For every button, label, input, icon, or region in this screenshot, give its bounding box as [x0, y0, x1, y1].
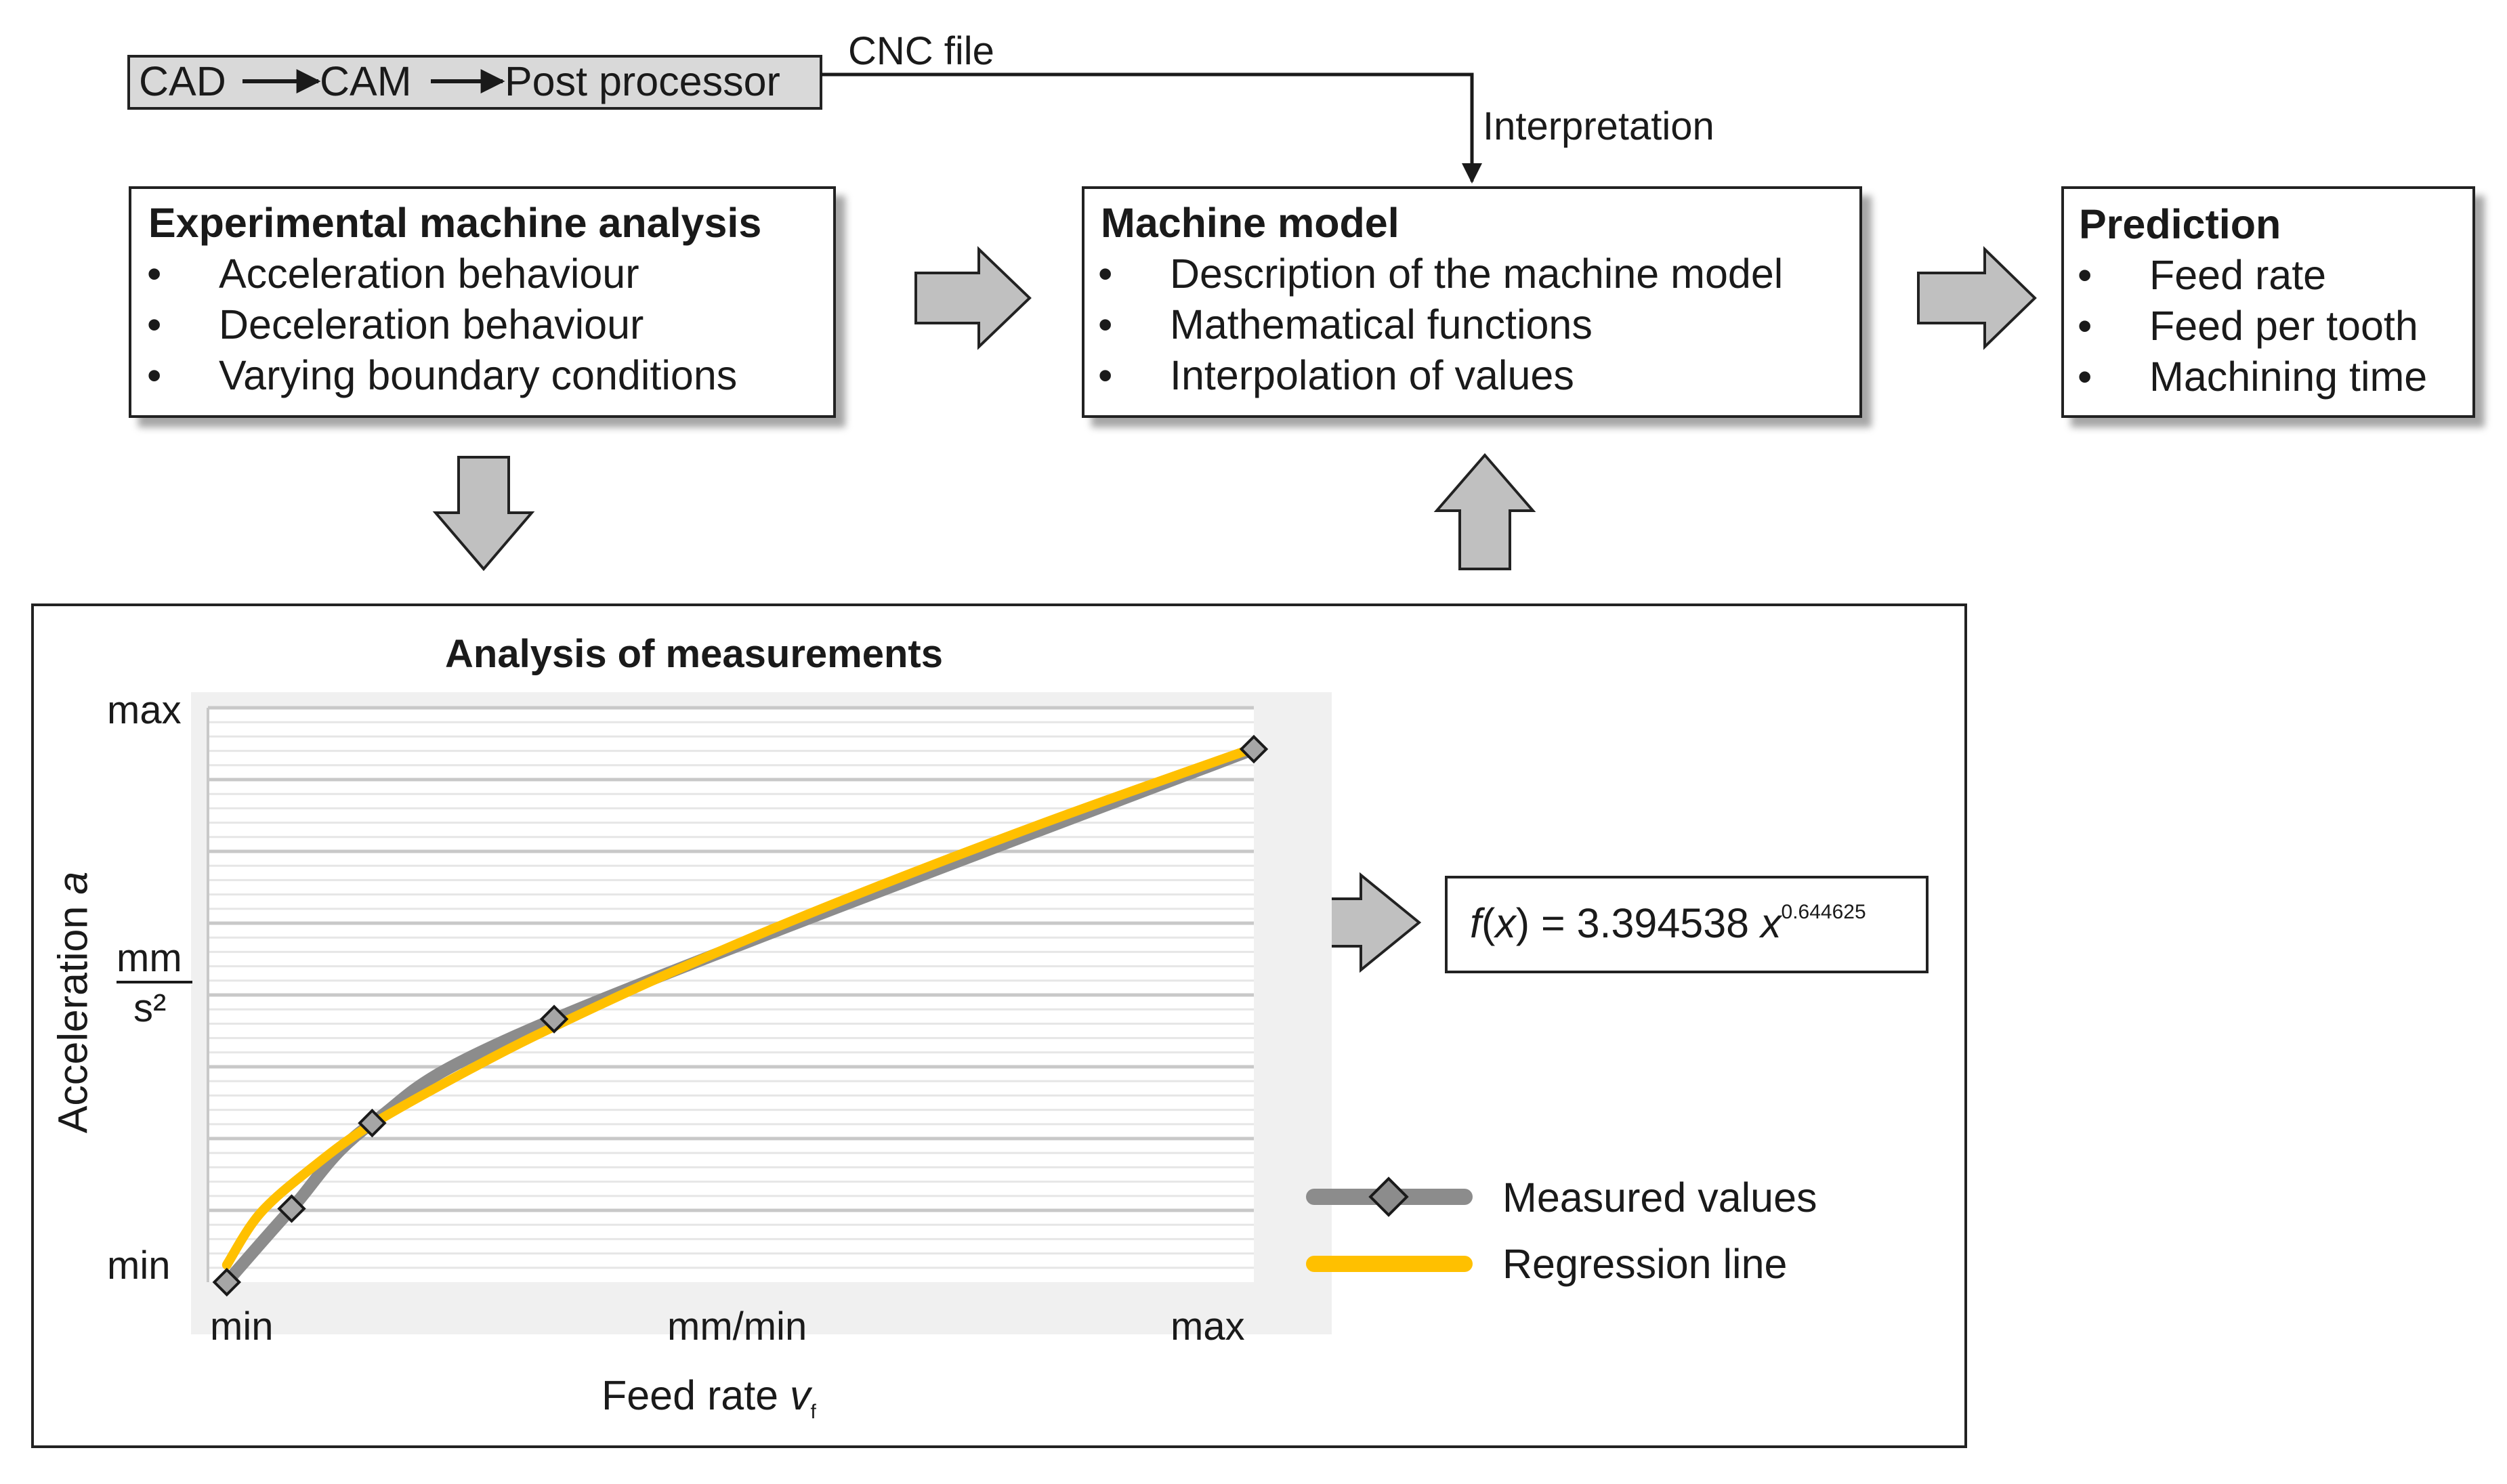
bullet-dot: • [1098, 251, 1113, 297]
regression-formula: f(x) = 3.394538 x0.644625 [1470, 902, 1866, 944]
x-axis-label-text: Feed rate [602, 1372, 791, 1418]
formula-exponent: 0.644625 [1781, 901, 1866, 923]
cnc-file-label: CNC file [848, 29, 994, 73]
workflow-step-cam: CAM [320, 58, 412, 104]
bullet-dot: • [1098, 352, 1113, 398]
down-block-arrow [432, 456, 535, 572]
right-block-arrow-2 [1917, 246, 2037, 350]
workflow-step-cad: CAD [139, 58, 226, 104]
machine-model-item-label: Interpolation of values [1170, 352, 1574, 398]
chart-title: Analysis of measurements [445, 632, 943, 676]
formula-box [1445, 876, 1929, 973]
x-tick-label-max: max [1171, 1305, 1245, 1349]
formula-x: x [1495, 900, 1516, 946]
cnc-file-connector [821, 72, 1482, 184]
bullet-dot: • [147, 301, 162, 347]
y-tick-label-max: max [107, 688, 182, 732]
bullet-dot: • [2078, 303, 2092, 349]
bullet-dot: • [147, 251, 162, 297]
measured-value-marker [358, 1108, 387, 1138]
machine-model-title: Machine model [1101, 200, 1399, 246]
prediction-box: Prediction • Feed rate • Feed per tooth … [2061, 186, 2475, 418]
formula-fx: f [1470, 900, 1481, 946]
formula-equals: = 3.394538 [1530, 900, 1761, 946]
y-unit-fraction-bar [117, 981, 192, 983]
y-tick-label-min: min [107, 1244, 171, 1288]
marker-layer [212, 734, 1269, 1297]
y-unit-numerator: mm [117, 936, 182, 980]
prediction-item-label: Feed rate [2149, 252, 2327, 298]
experimental-item-label: Deceleration behaviour [219, 301, 644, 347]
experimental-analysis-box: Experimental machine analysis • Accelera… [129, 186, 836, 418]
formula-close-paren: ) [1515, 900, 1530, 946]
measured-value-marker [1239, 734, 1269, 764]
interpretation-label: Interpretation [1483, 104, 1714, 148]
machine-model-item-label: Mathematical functions [1170, 301, 1593, 347]
analysis-frame [31, 603, 1967, 1448]
experimental-item-label: Varying boundary conditions [219, 352, 738, 398]
bullet-dot: • [147, 352, 162, 398]
right-block-arrow-1 [914, 246, 1032, 350]
experimental-item-label: Acceleration behaviour [219, 251, 639, 297]
bullet-dot: • [2078, 354, 2092, 400]
bullet-dot: • [1098, 301, 1113, 347]
bullet-dot: • [2078, 252, 2092, 298]
x-tick-label-min: min [210, 1305, 274, 1349]
prediction-item-label: Machining time [2149, 354, 2428, 400]
up-block-arrow [1433, 452, 1536, 570]
measured-value-marker [212, 1267, 242, 1297]
measured-value-marker [539, 1004, 569, 1034]
workflow-step-post-processor: Post processor [505, 58, 780, 104]
prediction-title: Prediction [2079, 201, 2281, 247]
legend-measured-label: Measured values [1502, 1174, 1817, 1221]
measured-value-marker [277, 1194, 306, 1223]
x-tick-label-mid: mm/min [667, 1305, 807, 1349]
formula-open-paren: ( [1481, 900, 1496, 946]
prediction-item-label: Feed per tooth [2149, 303, 2418, 349]
legend-regression-label: Regression line [1502, 1241, 1788, 1287]
formula-base: x [1761, 900, 1782, 946]
y-axis-label: Acceleration a [49, 871, 96, 1134]
machine-model-item-label: Description of the machine model [1170, 251, 1784, 297]
regression-line [222, 743, 1259, 1270]
y-axis-label-var: a [49, 871, 96, 895]
x-axis-label-sub: f [810, 1401, 816, 1424]
legend-measured-marker [1368, 1176, 1409, 1217]
experimental-analysis-title: Experimental machine analysis [148, 200, 762, 246]
machine-model-box: Machine model • Description of the machi… [1082, 186, 1862, 418]
y-unit-denominator: s² [133, 986, 167, 1030]
x-axis-label-var: v [790, 1372, 811, 1418]
x-axis-label: Feed rate vf [602, 1375, 816, 1422]
y-axis-label-text: Acceleration [49, 894, 96, 1134]
